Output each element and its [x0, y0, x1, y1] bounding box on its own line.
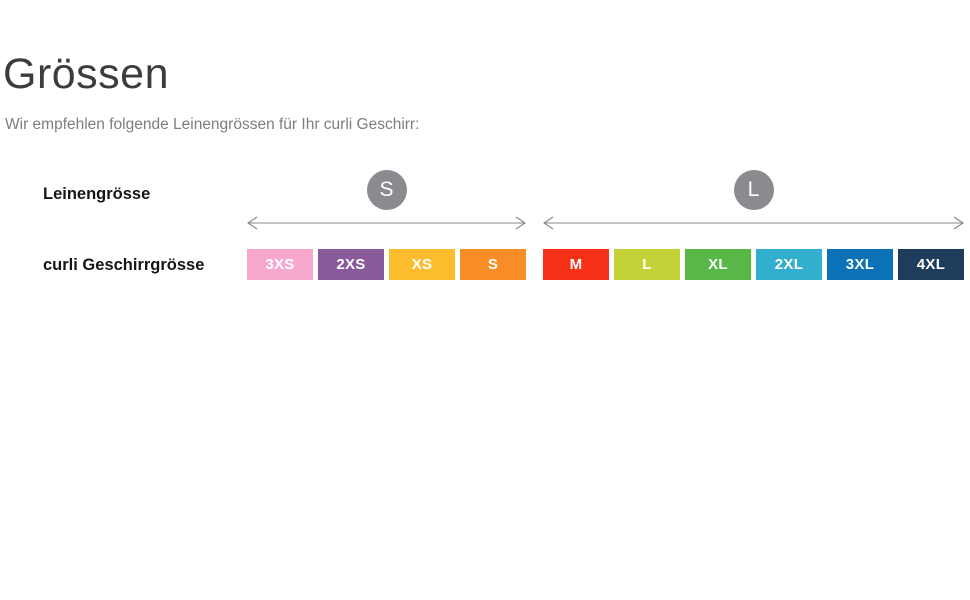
- harness-size-box: 3XL: [827, 249, 893, 280]
- leash-size-badge: L: [733, 170, 774, 210]
- harness-size-box: S: [460, 249, 526, 280]
- page-subtitle: Wir empfehlen folgende Leinengrössen für…: [5, 116, 420, 133]
- harness-size-box: 3XS: [247, 249, 313, 280]
- leash-size-badge-label: L: [747, 178, 760, 201]
- harness-size-box: L: [614, 249, 680, 280]
- harness-size-box: 4XL: [898, 249, 964, 280]
- leash-range-arrow: [246, 216, 527, 230]
- harness-size-box: XL: [685, 249, 751, 280]
- page-title: Grössen: [3, 50, 170, 98]
- leash-row-label: Leinengrösse: [43, 185, 151, 203]
- harness-size-box: 2XS: [318, 249, 384, 280]
- harness-size-box: M: [543, 249, 609, 280]
- leash-range-arrow: [542, 216, 965, 230]
- leash-size-badge: S: [366, 170, 407, 210]
- leash-size-badge-label: S: [379, 178, 394, 201]
- harness-row-label: curli Geschirrgrösse: [43, 256, 205, 274]
- harness-size-box: XS: [389, 249, 455, 280]
- harness-size-box: 2XL: [756, 249, 822, 280]
